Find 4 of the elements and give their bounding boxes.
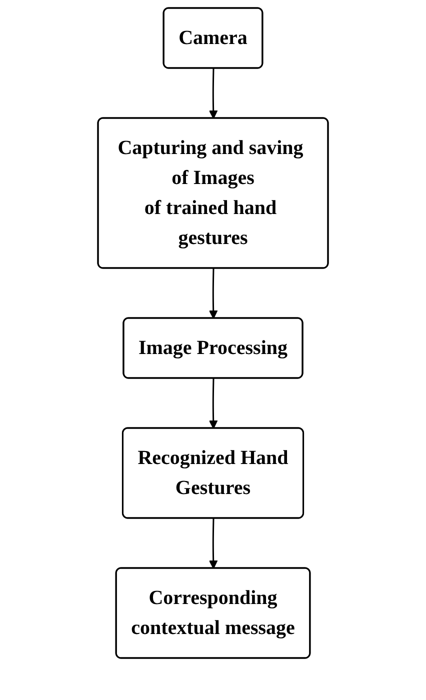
arrow (208, 268, 218, 319)
arrow (208, 518, 218, 569)
arrow (208, 68, 218, 119)
arrow (208, 378, 218, 429)
